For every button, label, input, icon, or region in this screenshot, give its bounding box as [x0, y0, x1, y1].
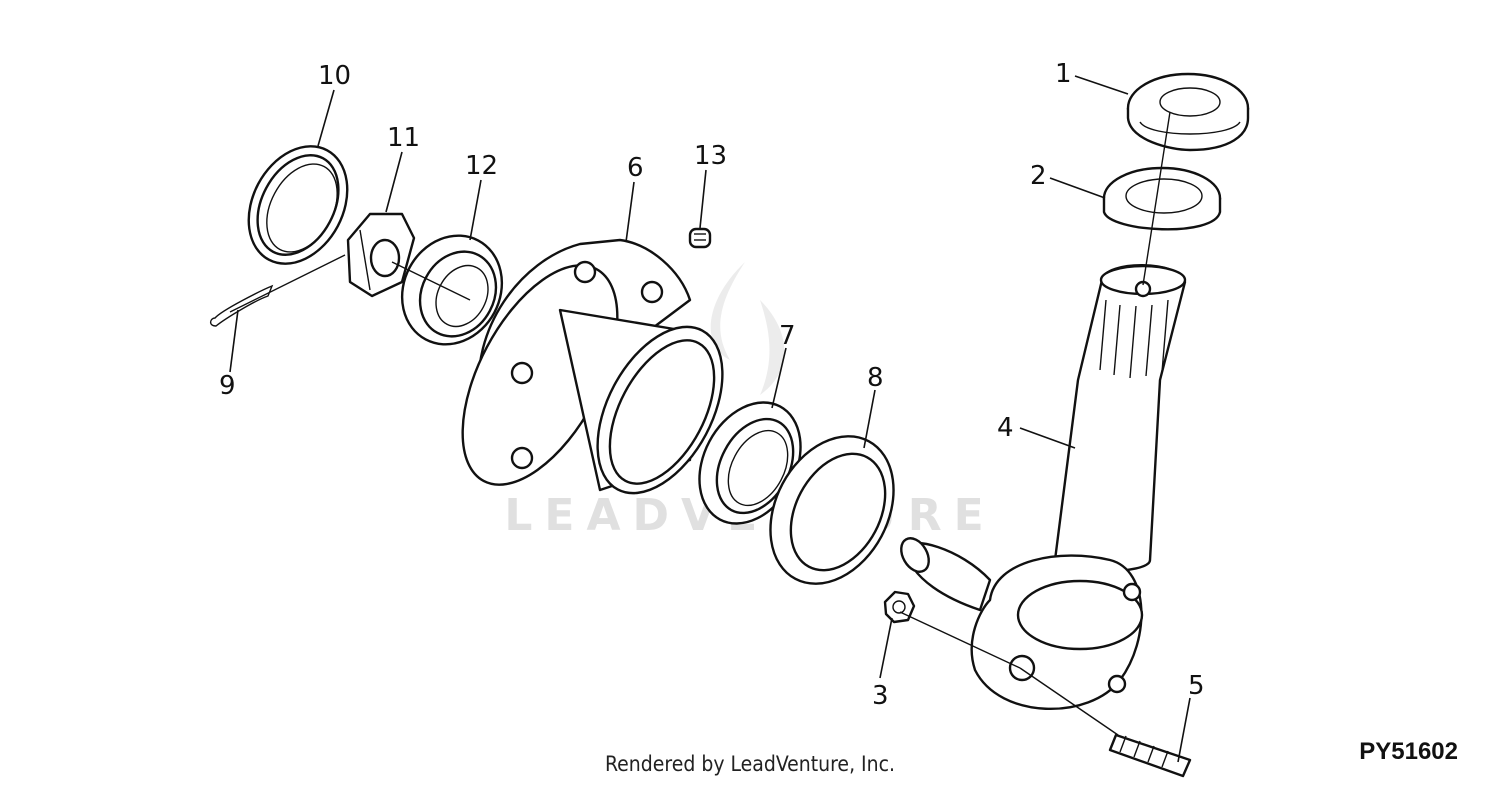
callout-1: 1	[1055, 59, 1072, 89]
watermark-flame-icon	[710, 262, 785, 395]
part-11-nut	[346, 212, 416, 298]
callout-12: 12	[465, 151, 498, 181]
reference-code: PY51602	[1359, 738, 1458, 765]
callout-11: 11	[387, 123, 420, 153]
callout-9: 9	[219, 371, 236, 401]
part-5-screw	[1108, 733, 1192, 778]
part-10-seal	[247, 145, 349, 265]
rendered-by-footer: Rendered by LeadVenture, Inc.	[605, 752, 895, 776]
part-8-race	[769, 435, 895, 585]
part-9-cotter-pin	[209, 284, 274, 327]
callout-5: 5	[1188, 671, 1205, 701]
callouts: 1 2 3 4 5 6 7 8 9 10 11 12 13	[219, 59, 1205, 711]
part-1-thrust-bearing	[1126, 72, 1250, 152]
part-2-washer	[1102, 166, 1222, 231]
callout-10: 10	[318, 61, 351, 91]
callout-4: 4	[997, 413, 1014, 443]
part-7-bearing	[698, 401, 802, 525]
callout-2: 2	[1030, 161, 1047, 191]
part-13-fitting	[688, 227, 712, 249]
assembly-lines	[229, 111, 1171, 736]
callout-6: 6	[627, 153, 644, 183]
part-4-spindle	[900, 264, 1187, 710]
callout-8: 8	[867, 363, 884, 393]
part-3-nut	[883, 590, 916, 624]
callout-7: 7	[779, 321, 796, 351]
callout-3: 3	[872, 681, 889, 711]
part-6-hub	[461, 238, 724, 495]
leader-lines	[229, 75, 1191, 763]
callout-13: 13	[694, 141, 727, 171]
